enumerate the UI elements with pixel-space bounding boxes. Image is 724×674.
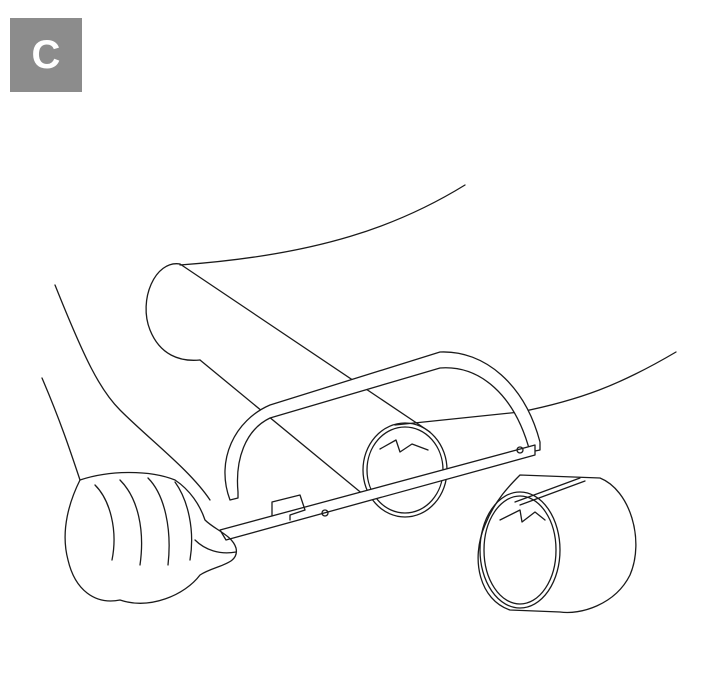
- tube-notch-main: [380, 440, 428, 452]
- finger-1: [95, 485, 114, 560]
- arm-lower-line: [42, 378, 80, 480]
- arm-upper-line: [55, 285, 210, 500]
- tube-cut-inner: [367, 427, 443, 513]
- tube-cut-face: [363, 423, 447, 517]
- thumb: [195, 540, 236, 553]
- finger-2: [120, 480, 142, 565]
- roller-tube-left-cap: [146, 264, 200, 361]
- finger-4: [175, 482, 192, 560]
- fabric-top-edge: [180, 185, 465, 265]
- saw-frame: [225, 352, 540, 500]
- cut-tube-body: [478, 475, 636, 613]
- finger-3: [148, 478, 169, 565]
- hand-outline: [65, 473, 236, 604]
